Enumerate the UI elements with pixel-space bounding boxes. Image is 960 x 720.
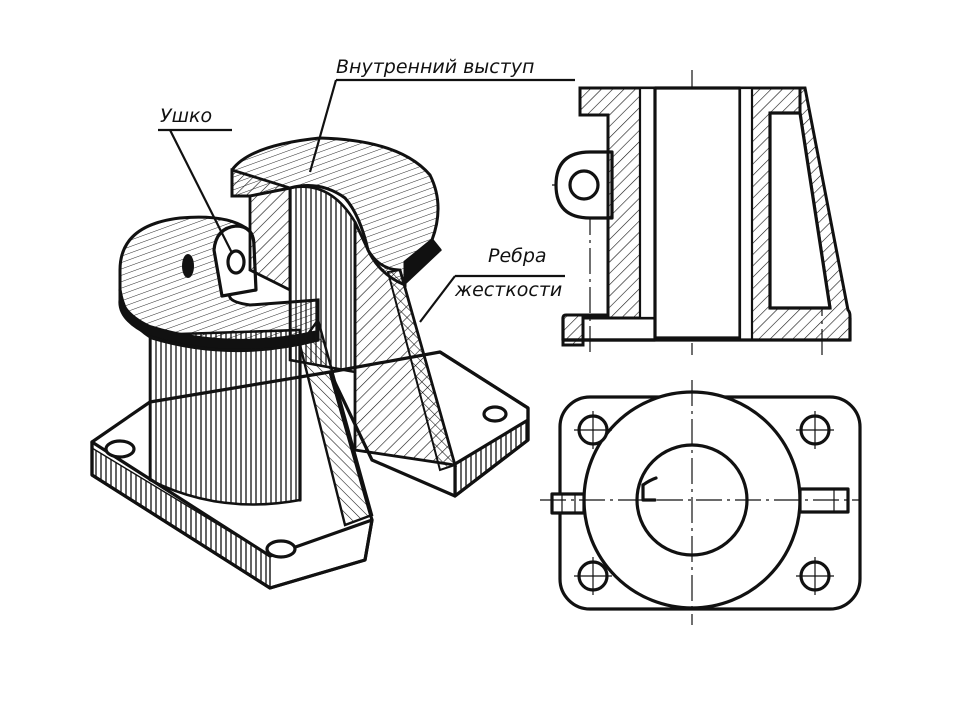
- plan-lug: [550, 492, 586, 515]
- front-view-lug-hole: [568, 169, 600, 201]
- label-inner-boss: Внутренний выступ: [336, 56, 534, 78]
- right-inner-bore: [288, 185, 357, 374]
- lug-ear: [182, 224, 258, 298]
- lug-hole: [226, 249, 246, 275]
- leader-ribs: [419, 275, 456, 323]
- label-ribs-line1: Ребра: [488, 245, 547, 267]
- leader-lug: [169, 129, 233, 254]
- flange-hole-front: [265, 539, 297, 559]
- label-ribs-line2: жесткости: [454, 279, 562, 301]
- leader-inner-boss: [308, 79, 338, 173]
- label-lug: Ушко: [160, 105, 212, 127]
- flange-hole-left: [104, 439, 136, 459]
- flange-hole-right: [482, 405, 508, 423]
- isometric-cutaway-view: [90, 78, 575, 590]
- front-section-view: [552, 70, 852, 355]
- left-cylinder: [148, 328, 302, 506]
- top-plan-view: [540, 380, 862, 625]
